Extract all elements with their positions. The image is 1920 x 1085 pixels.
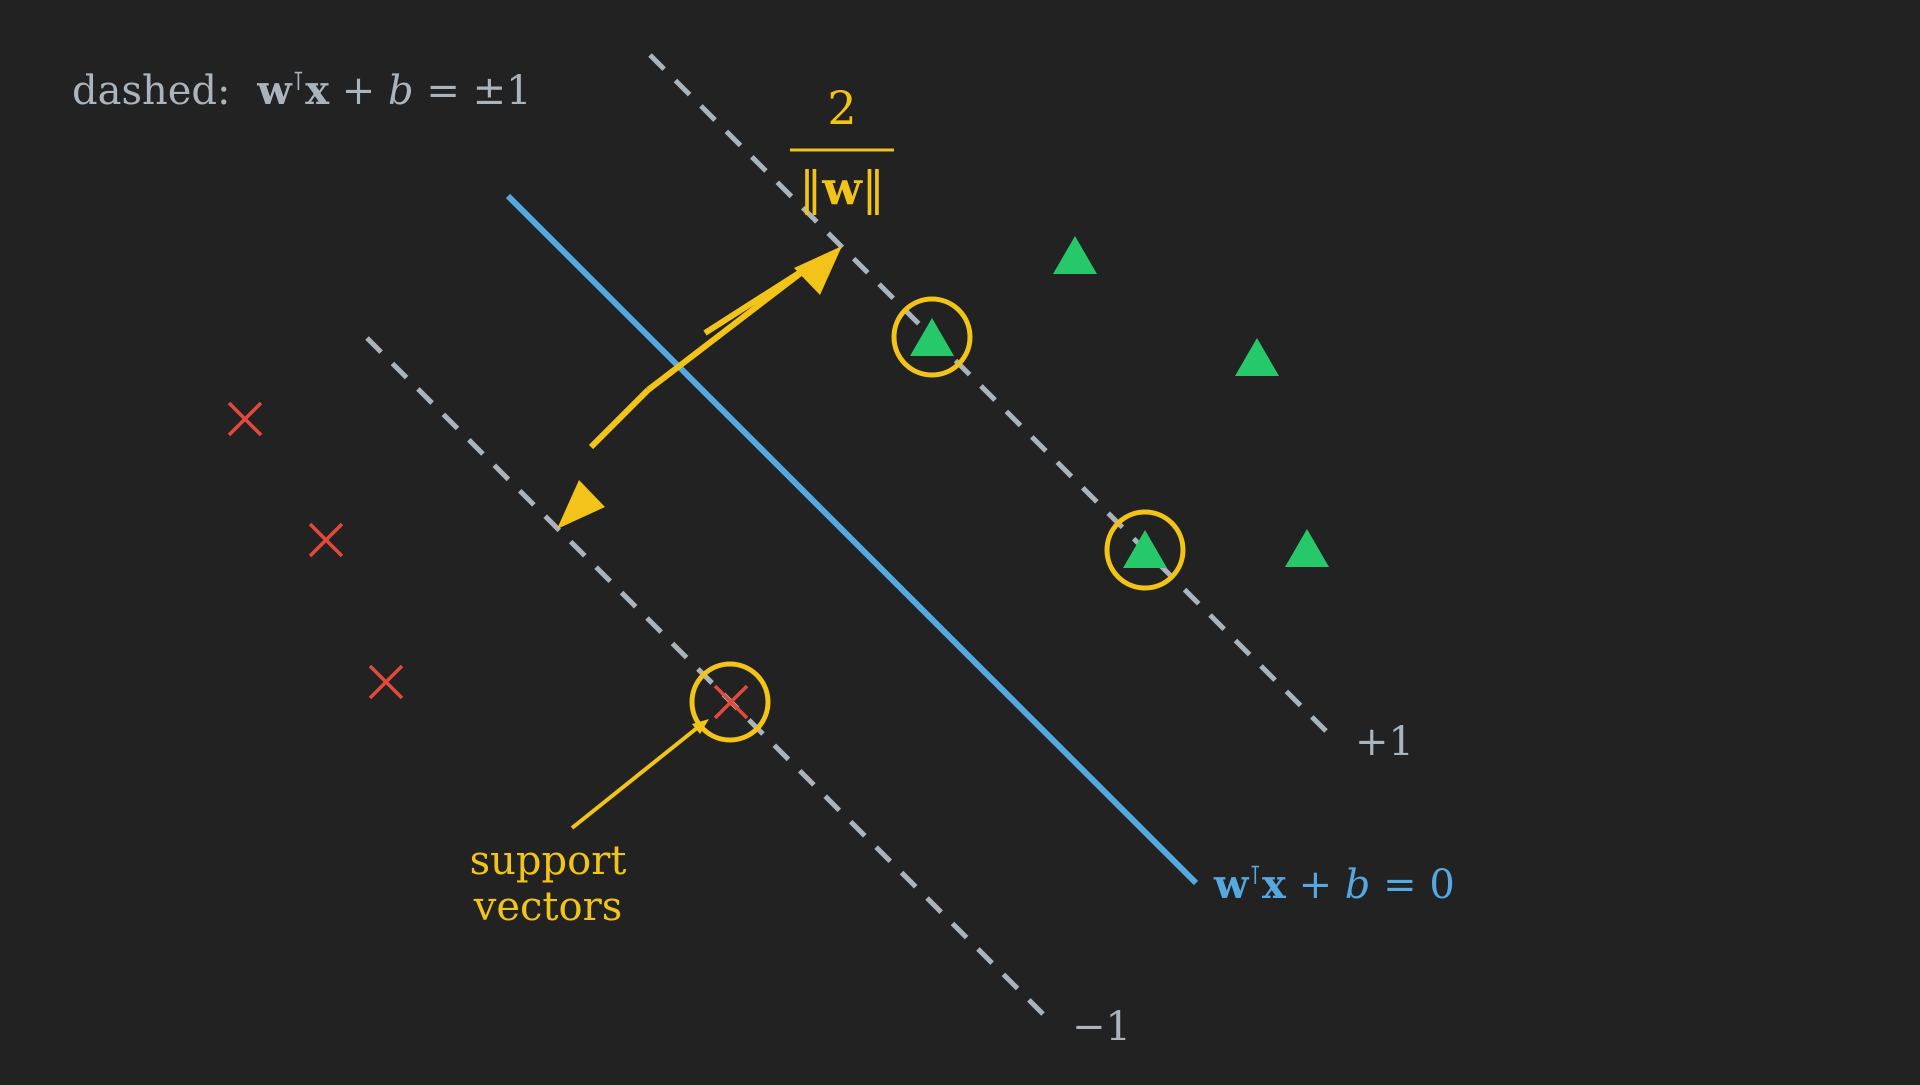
margin-width-numerator: 2 [827,81,856,135]
negative-point [368,664,404,700]
margin-line-positive [648,53,1339,744]
support-vector-circle [891,296,973,378]
legend-x: x [305,67,330,114]
positive-point-support-vector [910,318,954,356]
positive-point [1235,338,1279,376]
hyperplane-plus: + [1299,862,1333,908]
arrowhead-lower [557,480,605,529]
norm-right-bars: ‖ [862,161,885,215]
legend-plus: + [342,68,376,114]
positive-point [1285,529,1329,567]
support-vector-circle [689,661,771,743]
hyperplane-x: x [1262,861,1287,908]
hyperplane-value: 0 [1429,862,1454,908]
arrowhead-upper [794,246,842,295]
negative-point-support-vector [713,684,749,720]
legend-dashed: dashed: w⊺x + b = ±1 [72,67,532,114]
support-vectors-label-line1: support [470,838,627,884]
margin-line-negative [365,336,1056,1027]
margin-width-formula: 2 ‖w‖ [790,81,894,215]
legend-b: b [388,68,414,114]
support-vectors-label-line2: vectors [473,884,622,930]
margin-width-denominator: ‖w‖ [799,161,885,215]
negative-point [308,522,344,558]
negative-point [227,401,263,437]
norm-left-bars: ‖ [799,161,822,215]
decision-hyperplane [505,193,1199,886]
hyperplane-w: w [1213,861,1250,908]
legend-value: ±1 [473,68,532,114]
margin-label-negative: −1 [1072,1004,1131,1050]
legend-prefix: dashed: [72,68,231,114]
legend-transpose: ⊺ [292,67,306,97]
positive-points [910,236,1329,568]
margin-label-positive: +1 [1355,719,1414,765]
support-vector-circle [1104,509,1186,591]
support-vector-circles [689,296,1186,743]
positive-point-support-vector [1123,530,1167,568]
positive-point [1053,236,1097,274]
hyperplane-transpose: ⊺ [1248,861,1262,891]
hyperplane-b: b [1345,862,1371,908]
negative-points [227,401,749,720]
hyperplane-equals: = [1383,862,1417,908]
margin-width-arrow [557,246,842,529]
legend-equals: = [426,68,460,114]
support-vector-pointer [570,722,704,830]
hyperplane-label: w⊺x + b = 0 [1213,861,1455,908]
norm-w: w [821,161,863,215]
legend-w: w [256,67,293,114]
